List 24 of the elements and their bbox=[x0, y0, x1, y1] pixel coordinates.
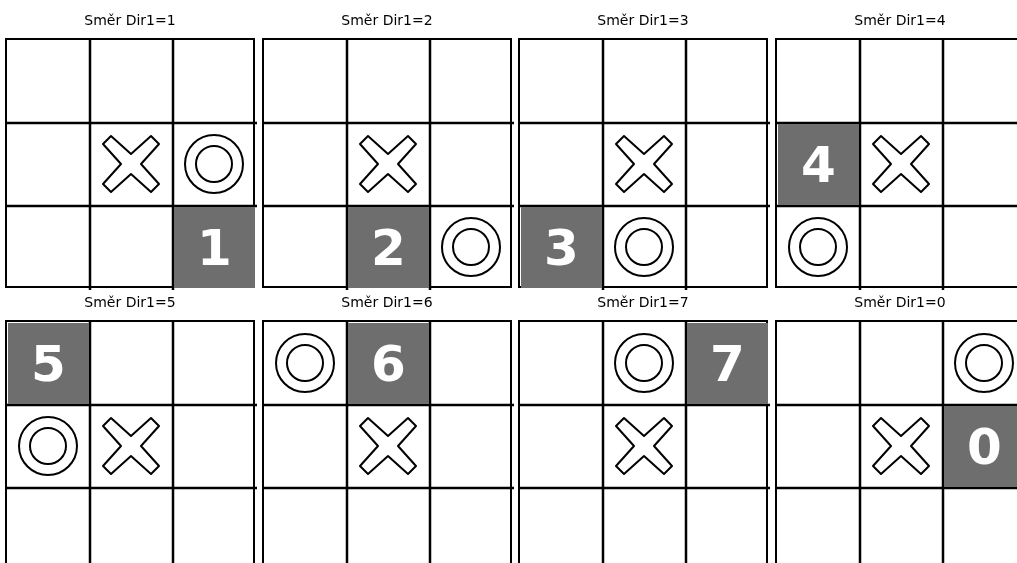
highlighted-cell: 0 bbox=[944, 406, 1017, 487]
panel-title: Směr Dir1=6 bbox=[341, 294, 433, 310]
highlighted-cell: 4 bbox=[778, 124, 859, 205]
tic-tac-toe-grid bbox=[5, 320, 255, 563]
tic-tac-toe-grid bbox=[5, 38, 255, 288]
highlighted-cell: 2 bbox=[348, 207, 429, 288]
tic-tac-toe-grid bbox=[775, 320, 1017, 563]
highlighted-cell: 7 bbox=[687, 323, 768, 404]
panel-title: Směr Dir1=2 bbox=[341, 12, 433, 28]
panel-title: Směr Dir1=3 bbox=[597, 12, 689, 28]
highlighted-cell: 3 bbox=[521, 207, 602, 288]
tic-tac-toe-grid bbox=[518, 38, 768, 288]
highlighted-cell: 6 bbox=[348, 323, 429, 404]
panel-title: Směr Dir1=0 bbox=[854, 294, 946, 310]
tic-tac-toe-grid bbox=[262, 320, 512, 563]
panel-title: Směr Dir1=1 bbox=[84, 12, 176, 28]
panel-title: Směr Dir1=4 bbox=[854, 12, 946, 28]
tic-tac-toe-grid bbox=[262, 38, 512, 288]
panel-title: Směr Dir1=7 bbox=[597, 294, 689, 310]
highlighted-cell: 1 bbox=[174, 207, 255, 288]
highlighted-cell: 5 bbox=[8, 323, 89, 404]
panel-title: Směr Dir1=5 bbox=[84, 294, 176, 310]
tic-tac-toe-grid bbox=[518, 320, 768, 563]
tic-tac-toe-grid bbox=[775, 38, 1017, 288]
